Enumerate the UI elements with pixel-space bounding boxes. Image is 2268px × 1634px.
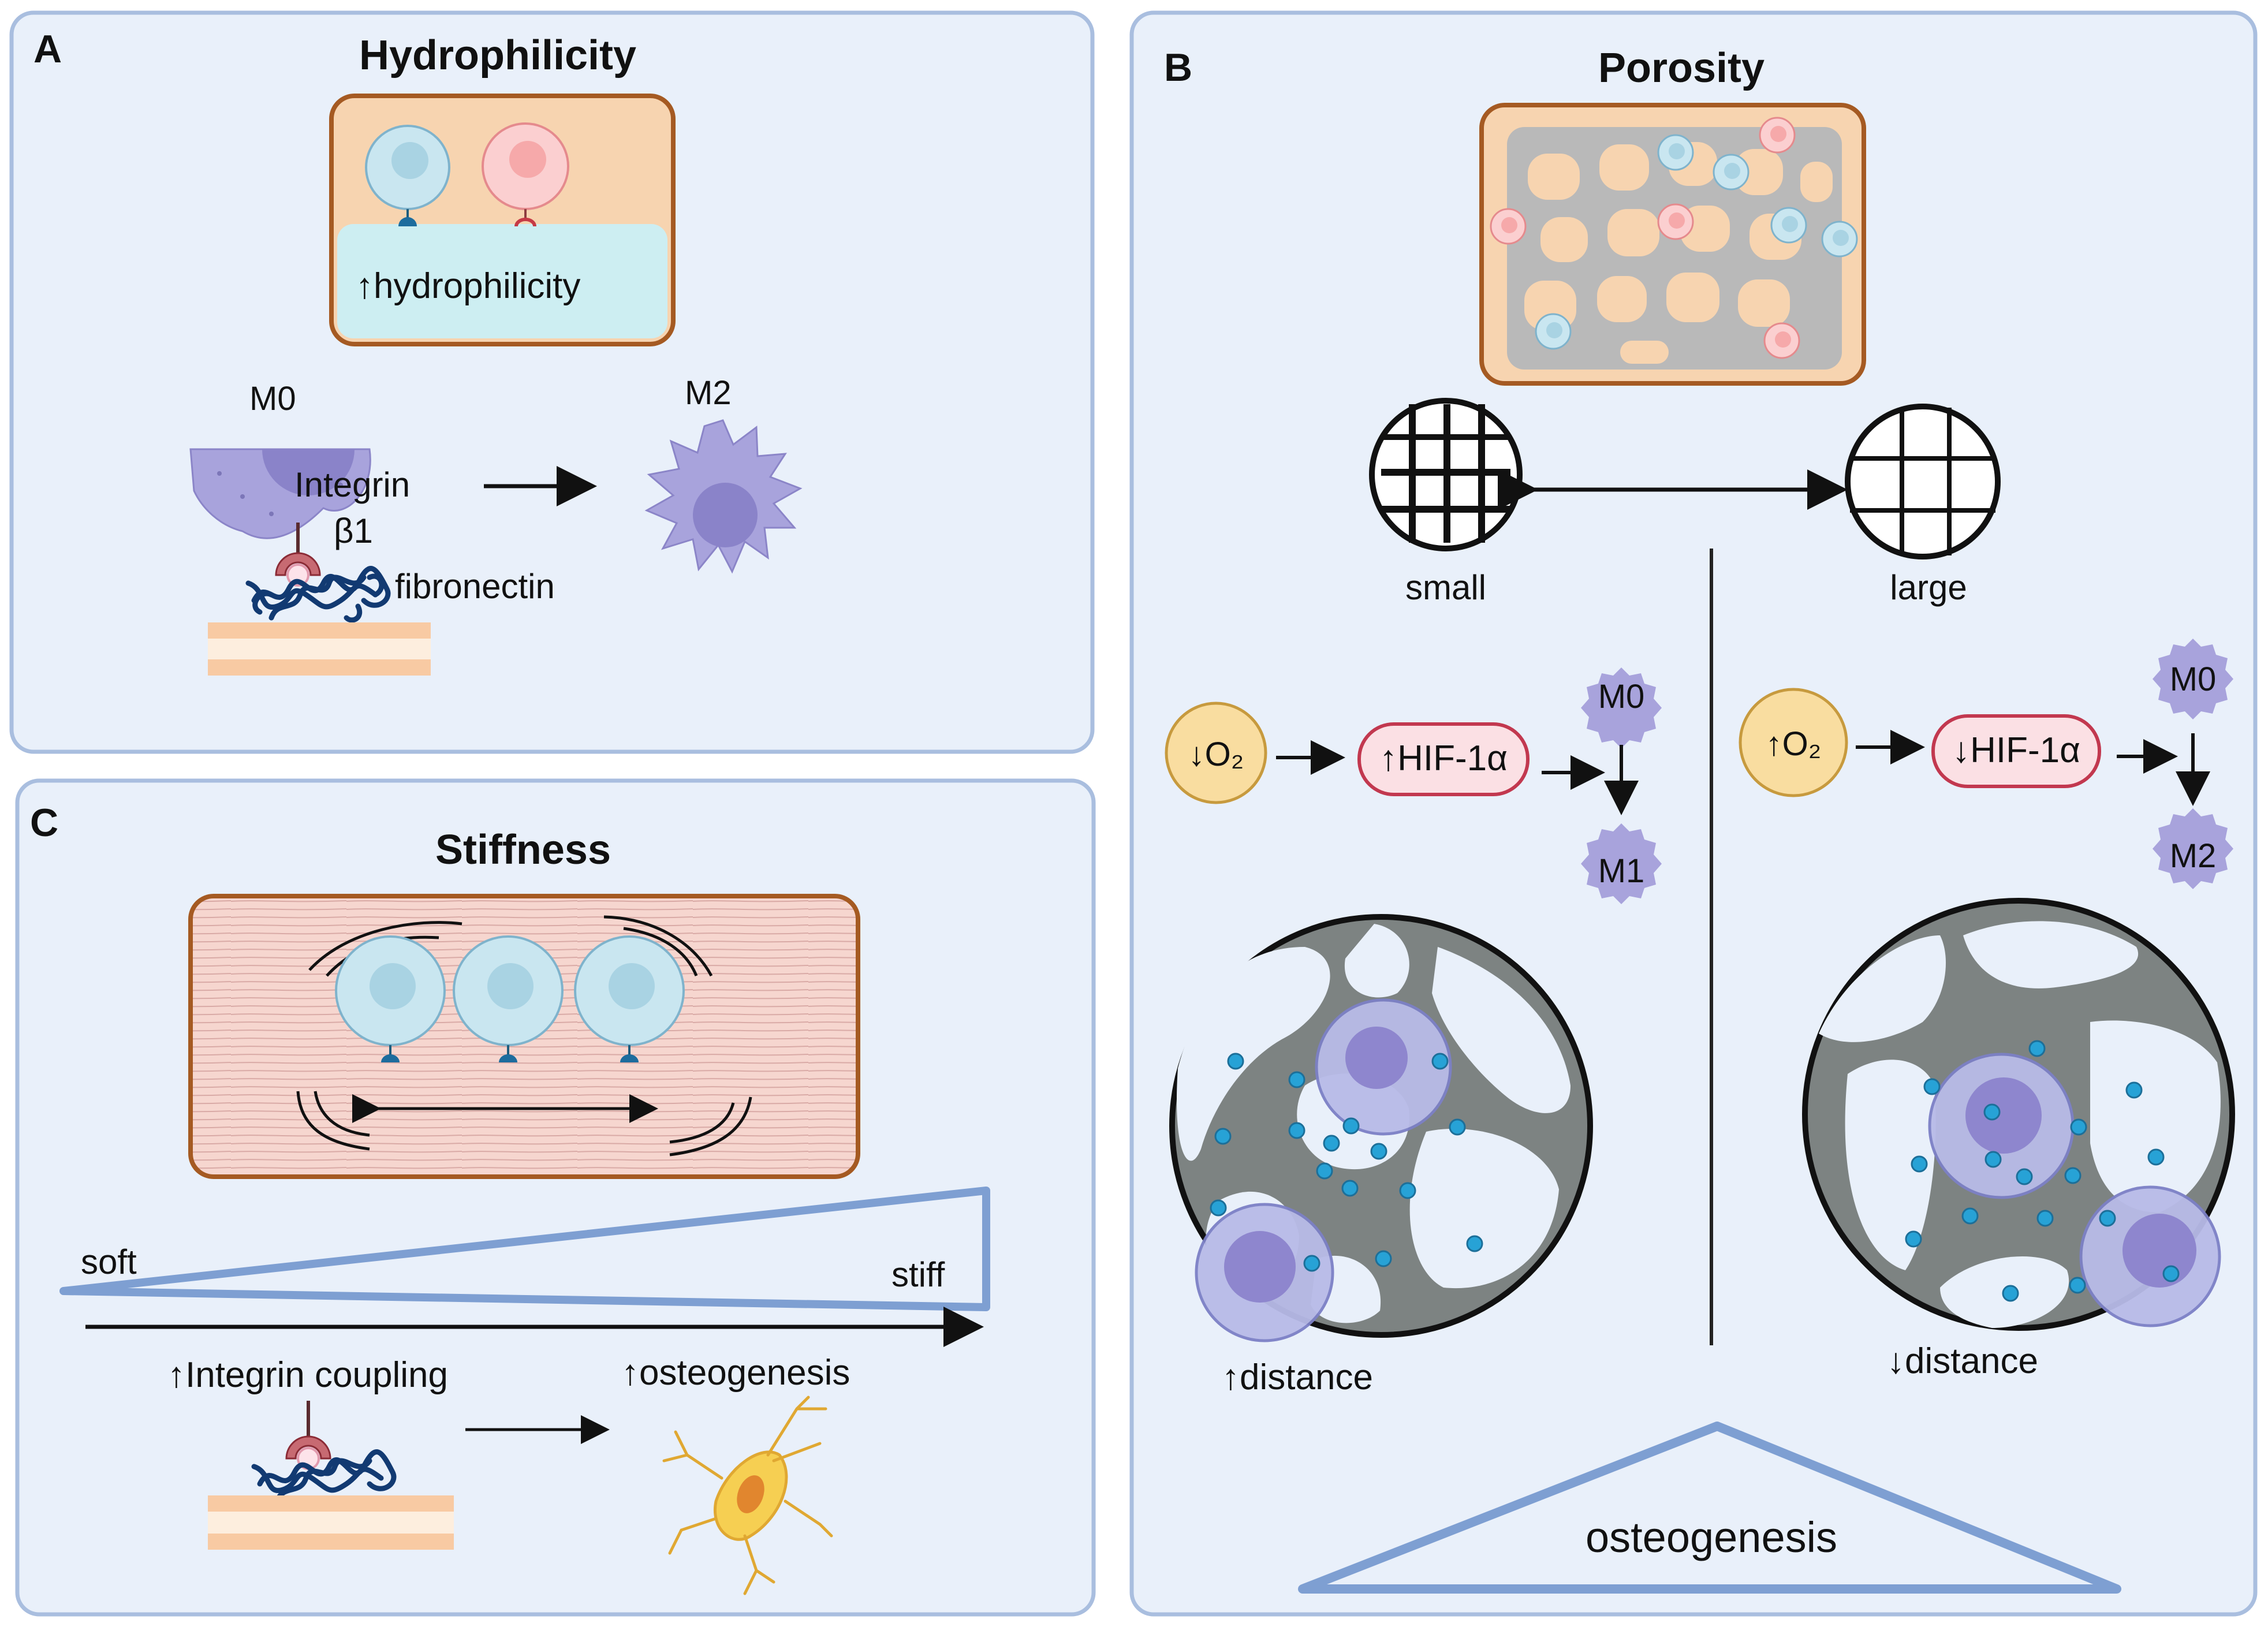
svg-text:↓HIF-1α: ↓HIF-1α <box>1952 730 2080 770</box>
stiff-label: stiff <box>891 1255 945 1294</box>
large-label: large <box>1890 568 1967 607</box>
svg-text:↓O₂: ↓O₂ <box>1188 736 1244 773</box>
right-m0-node: M0 <box>2153 639 2233 719</box>
stiffness-wedge <box>59 1187 990 1311</box>
large-pore-icon <box>1845 404 2001 559</box>
blue-cell <box>365 125 450 226</box>
panel-b: B Porosity <box>1129 10 2258 1617</box>
m0-macrophage <box>189 448 371 539</box>
fibronectin-tangle <box>245 566 391 623</box>
right-distance-label: ↓distance <box>1887 1341 2038 1381</box>
osteocyte <box>662 1396 833 1595</box>
panel-a-title: Hydrophilicity <box>359 32 636 79</box>
large-pore-zoom <box>1802 898 2235 1331</box>
pink-cell <box>482 122 569 227</box>
cell-row <box>335 935 685 1062</box>
hydrophilicity-label: ↑hydrophilicity <box>356 266 580 306</box>
hydrophilicity-box: ↑hydrophilicity <box>329 94 676 346</box>
m2-label: M2 <box>685 374 732 412</box>
fibronectin-tangle-c <box>251 1449 397 1504</box>
oxygen-dots-right <box>1905 1040 2180 1302</box>
osteogenesis-c-label: ↑osteogenesis <box>621 1353 850 1393</box>
svg-text:↑HIF-1α: ↑HIF-1α <box>1379 738 1508 778</box>
svg-text:M2: M2 <box>2170 837 2217 875</box>
integrin-label-line2: β1 <box>334 512 373 550</box>
left-hif-node: ↑HIF-1α <box>1357 722 1530 796</box>
left-m0-node: M0 <box>1581 667 1662 748</box>
small-pore-icon <box>1369 398 1523 551</box>
panel-b-letter: B <box>1164 46 1192 89</box>
substrate-c <box>208 1495 454 1550</box>
zoom-macrophage-1 <box>1315 998 1452 1136</box>
substrate <box>208 622 431 676</box>
osteogenesis-b-label: osteogenesis <box>1586 1513 1837 1561</box>
fibronectin-label: fibronectin <box>395 567 555 606</box>
integrin-receptor-c <box>285 1401 331 1470</box>
right-m2-node: M2 <box>2153 808 2233 889</box>
porosity-box <box>1479 103 1866 386</box>
small-pore-zoom <box>1169 914 1593 1342</box>
zoom-macrophage-4 <box>2079 1185 2221 1327</box>
small-label: small <box>1405 568 1486 607</box>
m2-macrophage <box>644 419 803 574</box>
left-o2-node: ↓O₂ <box>1165 702 1267 804</box>
panel-c-title: Stiffness <box>435 827 611 873</box>
svg-text:↑O₂: ↑O₂ <box>1766 725 1822 763</box>
svg-text:M0: M0 <box>1598 678 1645 715</box>
m0-label: M0 <box>249 380 296 417</box>
zoom-macrophage-3 <box>1928 1053 2075 1199</box>
left-distance-label: ↑distance <box>1222 1357 1373 1397</box>
panel-c: C Stiffness <box>15 778 1096 1617</box>
scaffold-cells <box>1490 117 1858 359</box>
zoom-macrophage-2 <box>1195 1203 1334 1342</box>
soft-label: soft <box>81 1243 137 1281</box>
left-m1-node: M1 <box>1581 823 1662 904</box>
integrin-label-line1: Integrin <box>294 465 410 504</box>
svg-text:M0: M0 <box>2170 661 2217 698</box>
panel-a-letter: A <box>33 27 62 71</box>
osteogenesis-triangle <box>1298 1422 2121 1594</box>
panel-b-title: Porosity <box>1598 45 1765 91</box>
panel-a: A Hydrophilicity ↑hydrophilicity M0 M2 <box>9 10 1095 754</box>
right-hif-node: ↓HIF-1α <box>1931 714 2101 788</box>
oxygen-dots-left <box>1210 1053 1483 1272</box>
svg-text:M1: M1 <box>1598 852 1645 890</box>
integrin-coupling-label: ↑Integrin coupling <box>167 1355 448 1395</box>
right-o2-node: ↑O₂ <box>1739 688 1848 797</box>
stiffness-box <box>188 894 860 1179</box>
panel-c-letter: C <box>30 801 58 845</box>
